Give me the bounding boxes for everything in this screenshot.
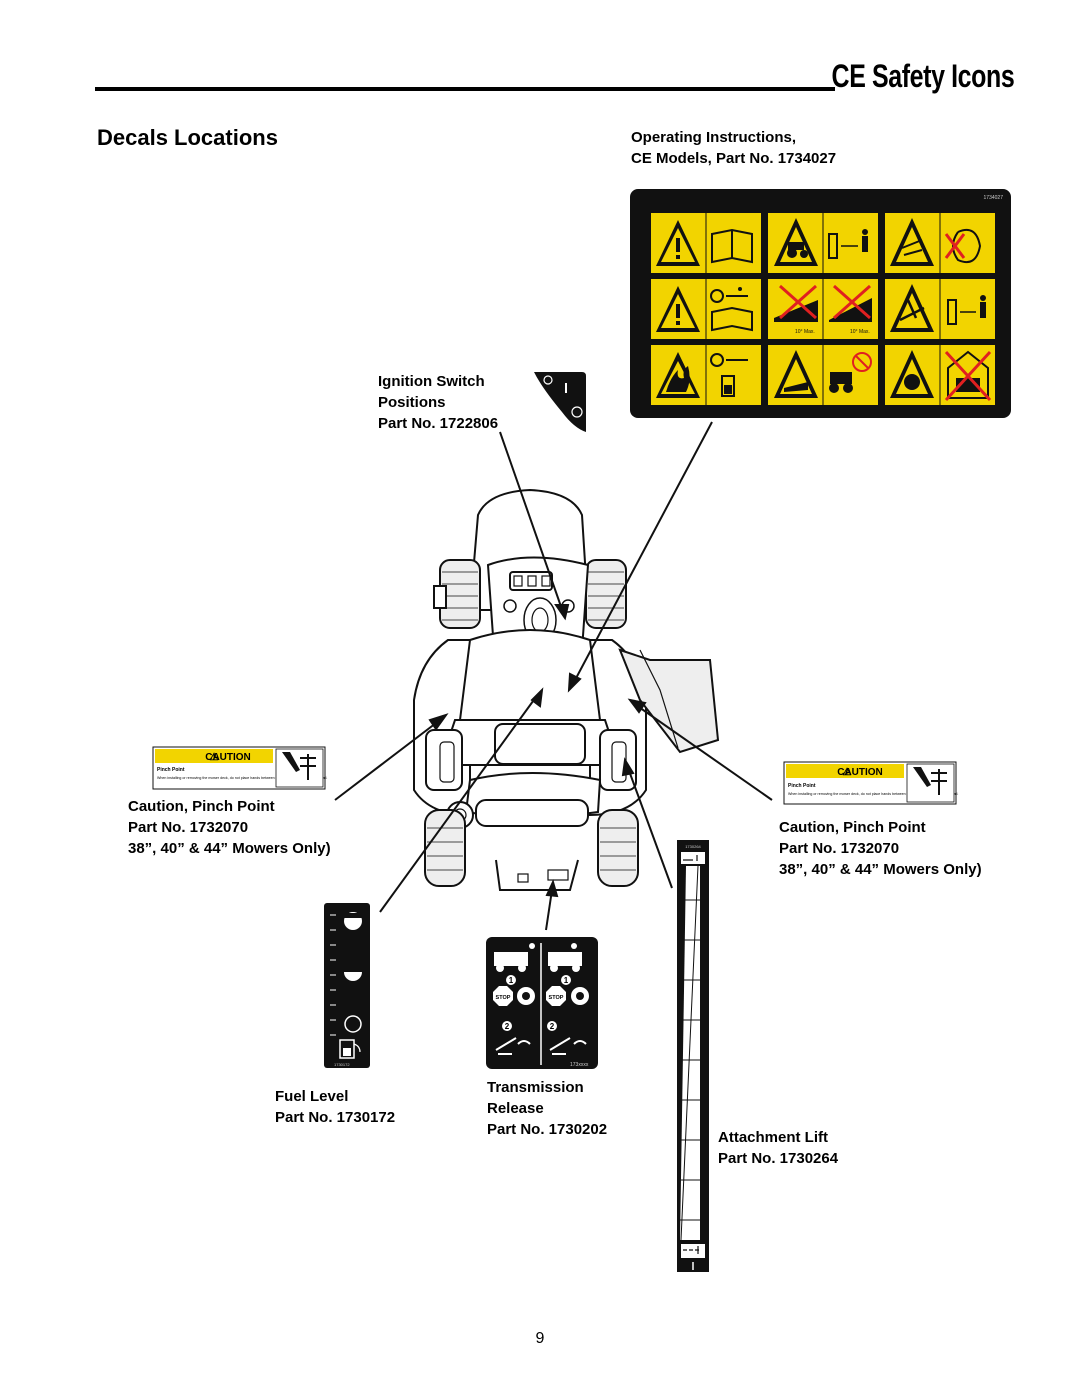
icon-panel-read-manual xyxy=(651,213,761,273)
icon-panel-ventilation xyxy=(885,345,995,405)
pinch-left-line2: Part No. 1732070 xyxy=(128,819,249,836)
pinch-left-body: When installing or removing the mower de… xyxy=(157,776,327,780)
ignition-switch-decal xyxy=(534,372,586,432)
operating-instructions-decal: 1734027 xyxy=(630,189,1011,418)
leader-lines xyxy=(334,421,773,931)
pinch-right-subtitle: Pinch Point xyxy=(788,783,816,789)
transmission-line3: Part No. 1730202 xyxy=(487,1121,608,1138)
fuel-decal-code: 1730172 xyxy=(334,1062,350,1067)
pinch-right-body: When installing or removing the mower de… xyxy=(788,792,958,796)
pinch-left-line3: 38”, 40” & 44” Mowers Only) xyxy=(128,840,331,857)
section-title: Decals Locations xyxy=(97,125,278,150)
attachment-decal-code: 1730264 xyxy=(685,844,701,849)
pinch-left-line1: Caution, Pinch Point xyxy=(128,798,275,815)
trans-stop-right: STOP xyxy=(549,995,564,1001)
pinch-right-line2: Part No. 1732070 xyxy=(779,840,900,857)
trans-step1-right: 1 xyxy=(564,976,569,985)
tractor-illustration xyxy=(413,488,720,891)
attachment-line1: Attachment Lift xyxy=(718,1129,828,1146)
ignition-switch-label: Ignition Switch Positions Part No. 17228… xyxy=(378,371,498,434)
icon-panel-bystanders xyxy=(885,279,995,339)
transmission-line1: Transmission xyxy=(487,1079,584,1096)
ignition-line2: Positions xyxy=(378,394,446,411)
slope-max-1: 10° Max. xyxy=(795,329,815,335)
pinch-left-subtitle: Pinch Point xyxy=(157,767,185,773)
trans-step2-right: 2 xyxy=(550,1022,555,1031)
icon-panel-slope-warning: 10° Max. 10° Max. xyxy=(768,279,878,339)
trans-step1-left: 1 xyxy=(509,976,514,985)
transmission-line2: Release xyxy=(487,1100,544,1117)
pinch-right-line1: Caution, Pinch Point xyxy=(779,819,926,836)
operating-instructions-label: Operating Instructions, CE Models, Part … xyxy=(631,127,836,169)
ignition-on-mark xyxy=(565,383,567,393)
pinch-right-line3: 38”, 40” & 44” Mowers Only) xyxy=(779,861,982,878)
header-rule xyxy=(95,87,835,91)
attachment-lift-label: Attachment Lift Part No. 1730264 xyxy=(718,1127,838,1169)
page-header-title: CE Safety Icons xyxy=(831,58,1014,94)
page-number: 9 xyxy=(535,1330,545,1347)
pinch-point-decal-right: ⚠ CAUTION Pinch Point When installing or… xyxy=(783,761,958,805)
pinch-left-banner-icon: ⚠ xyxy=(210,752,219,763)
ignition-line1: Ignition Switch xyxy=(378,373,485,390)
icon-panel-thrown-objects xyxy=(885,213,995,273)
fuel-line1: Fuel Level xyxy=(275,1088,349,1105)
fuel-level-label: Fuel Level Part No. 1730172 xyxy=(275,1086,395,1128)
attachment-line2: Part No. 1730264 xyxy=(718,1150,839,1167)
pinch-right-banner-icon: ⚠ xyxy=(843,767,852,778)
pinch-right-label: Caution, Pinch Point Part No. 1732070 38… xyxy=(779,817,982,880)
attachment-lift-decal: 1730264 xyxy=(677,840,709,1272)
slope-max-2: 10° Max. xyxy=(850,329,870,335)
icon-panel-remove-key xyxy=(651,279,761,339)
transmission-label: Transmission Release Part No. 1730202 xyxy=(487,1077,607,1140)
trans-step2-left: 2 xyxy=(505,1022,510,1031)
pinch-left-label: Caution, Pinch Point Part No. 1732070 38… xyxy=(128,796,331,859)
ignition-line3: Part No. 1722806 xyxy=(378,415,499,432)
transmission-release-decal: 1 1 STOP STOP 2 2 173xxxx xyxy=(486,937,598,1069)
fuel-line2: Part No. 1730172 xyxy=(275,1109,396,1126)
icon-panel-keep-distance xyxy=(768,213,878,273)
operating-instructions-line1: Operating Instructions, xyxy=(631,129,797,146)
operating-decal-code: 1734027 xyxy=(984,195,1004,201)
pinch-right-banner: CAUTION xyxy=(837,767,883,778)
pinch-left-banner: CAUTION xyxy=(205,752,251,763)
transmission-decal-code: 173xxxx xyxy=(570,1062,589,1068)
icon-panel-fuel-fire xyxy=(651,345,761,405)
fuel-level-decal: 1730172 xyxy=(324,903,370,1068)
trans-stop-left: STOP xyxy=(496,995,511,1001)
pinch-point-decal-left: ⚠ CAUTION Pinch Point When installing or… xyxy=(152,746,327,790)
operating-instructions-line2: CE Models, Part No. 1734027 xyxy=(631,150,837,167)
icon-panel-children xyxy=(768,345,878,405)
